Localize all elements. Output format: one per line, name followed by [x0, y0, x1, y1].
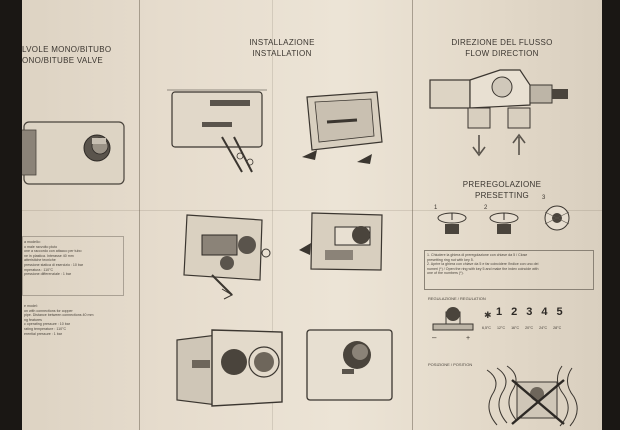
spec-line: a modello:: [24, 240, 41, 244]
regulation-scale: 1 2 3 4 5: [496, 306, 563, 318]
step-3-number: 3: [542, 195, 546, 201]
spec-line: on with connections for copper: [24, 308, 73, 313]
scale-temp: 20°C: [525, 326, 534, 330]
flow-title-it: DIREZIONE DEL FLUSSO: [451, 38, 553, 47]
install-step-2-illustration: [302, 91, 383, 164]
installation-title-it: INSTALLAZIONE: [249, 38, 315, 47]
install-step-5-illustration: [176, 329, 283, 407]
spec-en-list: e model: on with connections for copper …: [24, 304, 94, 336]
svg-text:+: +: [466, 335, 470, 342]
scale-temp: 6,5°C: [482, 326, 492, 330]
preset-notes-box: [424, 250, 594, 290]
scale-number: 5: [556, 306, 563, 318]
preset-note-line: 1. Chiudere la ghiera di preregolazione …: [427, 253, 528, 257]
flow-title-en: FLOW DIRECTION: [465, 49, 539, 58]
spec-box-it: [22, 236, 124, 296]
scale-number: 2: [511, 306, 518, 318]
valve-box-illustration: [22, 121, 125, 185]
installation-title-en: INSTALLATION: [252, 49, 312, 58]
fold-line: [139, 0, 140, 430]
install-step-4-illustration: [299, 212, 383, 271]
regulation-label: REGULAZIONE / REGULATION: [428, 296, 486, 301]
spec-line: erential pressure : 1 bar: [24, 331, 62, 336]
scale-number: 3: [526, 306, 533, 318]
preset-note-line: numeri (*) / Open the ring with key 5 an…: [427, 266, 539, 271]
spec-line: o male ravvolto pluto: [24, 244, 58, 249]
regulation-valve-illustration: – +: [432, 307, 474, 342]
scale-temp: 28°C: [553, 326, 562, 330]
spec-line: c operating pressure : 10 bar: [24, 322, 70, 327]
valve-title-it: LVOLE MONO/BITUBO: [22, 45, 112, 54]
valve-title-en: ONO/BITUBE VALVE: [22, 56, 103, 65]
scale-temp: 16°C: [511, 326, 520, 330]
svg-text:–: –: [432, 333, 437, 342]
position-illustration: [486, 365, 578, 427]
preset-title-it: PREREGOLAZIONE: [462, 180, 542, 189]
spec-line: pressione statica di esercizio : 10 bar: [24, 262, 84, 267]
spec-line: ne in plastica. Interasse 40 mm: [24, 253, 74, 258]
spec-line: pressione differenziale : 1 bar: [24, 272, 72, 277]
preset-note-line: presetting ring nut with key 5.: [427, 257, 474, 262]
spec-line: ng features: [24, 317, 42, 322]
step-1-number: 1: [434, 205, 438, 211]
preset-notes: 1. Chiudere la ghiera di preregolazione …: [427, 253, 538, 276]
scale-temperatures: 6,5°C 12°C 16°C 20°C 24°C 28°C: [482, 326, 561, 330]
scale-temp: 24°C: [539, 326, 548, 330]
instruction-sheet: LVOLE MONO/BITUBO ONO/BITUBE VALVE a mod…: [22, 0, 602, 430]
fold-line: [412, 0, 413, 430]
scale-number: 4: [541, 306, 548, 318]
presetting-steps-illustration: [437, 205, 570, 234]
scale-temp: 12°C: [497, 326, 506, 330]
crease: [272, 0, 273, 430]
spec-line: rating temperature : 110°C: [24, 326, 67, 331]
spec-line: pipe. Distance between connections 40 mm: [24, 313, 94, 318]
preset-note-line: one of the numbers (*).: [427, 271, 464, 276]
step-2-number: 2: [484, 205, 488, 211]
spec-line: atteristiche tecniche: [24, 258, 56, 263]
spec-line: one a raccordo con attacco per tubo: [24, 249, 82, 254]
spec-line: e model:: [24, 304, 38, 308]
frost-icon: ✱: [484, 310, 492, 320]
scale-number: 1: [496, 306, 503, 318]
flow-direction-illustration: [429, 69, 568, 157]
install-step-6-illustration: [306, 329, 393, 401]
spec-line: mperatura : 110°C: [24, 267, 54, 272]
preset-note-line: 2. Aprire la ghiera con chiave da 5 e fa…: [427, 262, 539, 267]
preset-title-en: PRESETTING: [474, 191, 530, 200]
crease: [22, 210, 602, 211]
spec-it-list: a modello: o male ravvolto pluto one a r…: [24, 240, 83, 277]
install-step-1-illustration: [167, 89, 267, 173]
position-label: POSIZIONE / POSITION: [428, 362, 473, 367]
install-step-3-illustration: [183, 214, 271, 300]
